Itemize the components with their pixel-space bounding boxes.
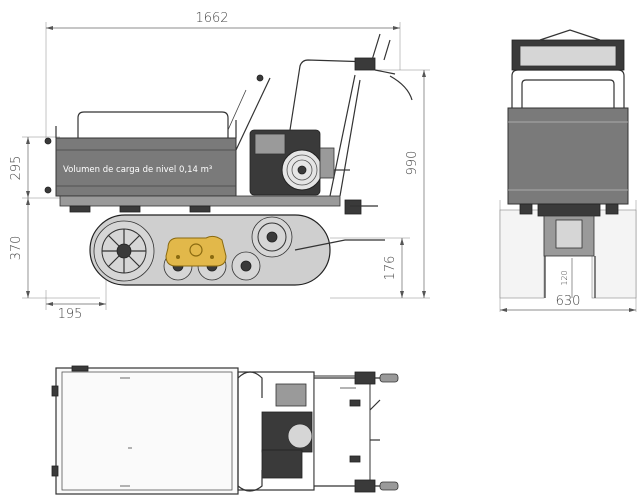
handlebar [289,59,373,131]
rear-overhang-label: 195 [58,307,83,322]
top-bed [55,367,239,495]
bed-height-label: 295 [9,156,24,181]
front-view: 630 120 [499,29,637,312]
overall-height-label: 990 [405,151,420,176]
side-view: 1662 295 370 990 176 195 [9,11,430,322]
chassis-frame [59,195,341,207]
suspension-plate [165,235,227,267]
front-hopper [507,107,629,205]
load-volume-label: Volumen de carga de nivel 0,14 m³ [63,165,212,175]
overall-width-label: 630 [556,294,581,309]
overall-length-label: 1662 [195,11,228,26]
lower-height-label: 370 [9,236,24,261]
small-height-label: 120 [560,270,569,285]
ground-clearance-label: 176 [383,256,398,281]
top-view: 820 540 [51,365,399,495]
